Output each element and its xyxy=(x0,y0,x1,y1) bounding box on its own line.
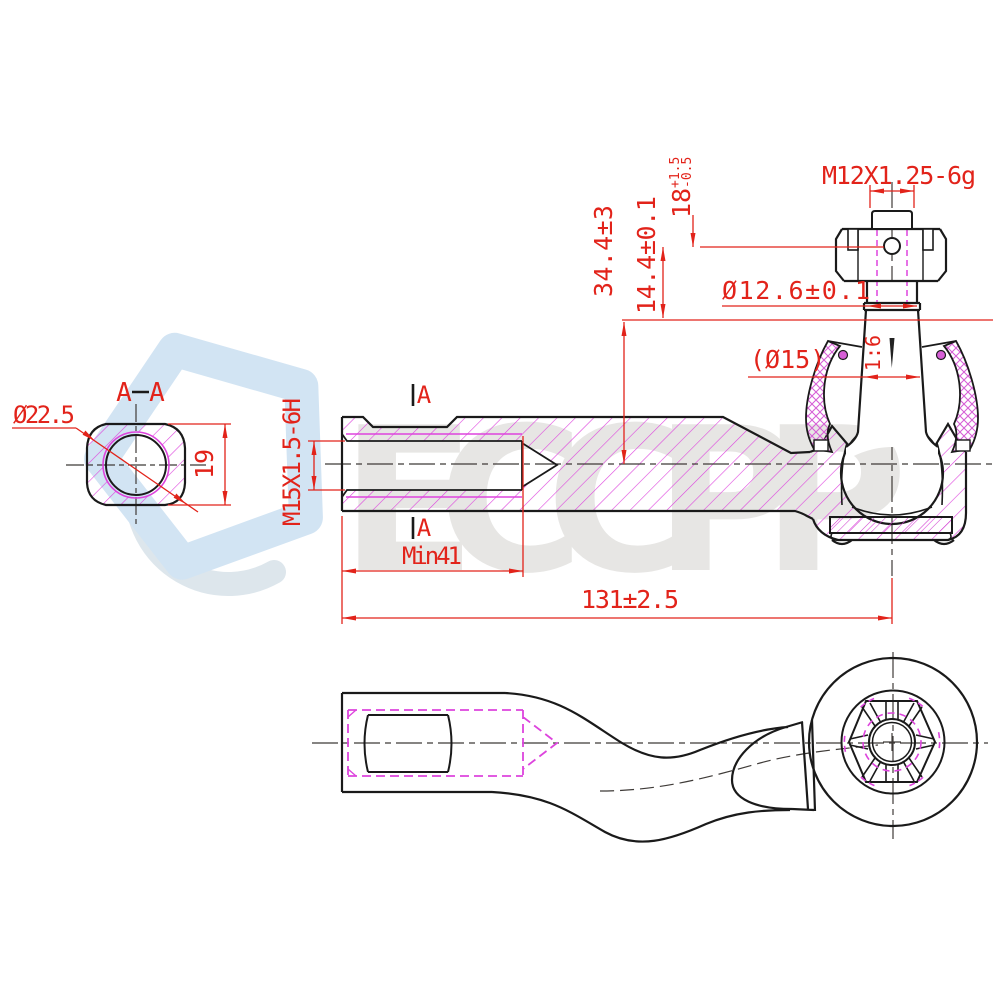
label-thread-top: M12X1.25-6g xyxy=(822,161,976,190)
dimensions xyxy=(12,185,993,624)
stud-thread-hidden-lines xyxy=(876,230,908,302)
dimension-lines xyxy=(12,185,993,624)
label-taper-dia: (Ø15) xyxy=(750,345,825,374)
dim131-lines xyxy=(341,516,893,624)
dust-boot xyxy=(805,339,979,454)
boot-left xyxy=(805,339,842,454)
label-dim-34-4: 34.4±3 xyxy=(589,205,618,297)
boot-foot-right xyxy=(955,439,971,452)
cotter-pin-hole xyxy=(883,237,901,255)
label-cut-a-top: A xyxy=(417,381,432,409)
label-section-width: 19 xyxy=(190,449,219,479)
label-stud-dia: Ø12.6±0.1 xyxy=(722,276,870,305)
housing-inner-circle xyxy=(840,689,946,795)
wrench-flat-outline xyxy=(363,714,453,773)
boot-clamp-ring-right xyxy=(935,349,947,361)
bore-outline xyxy=(341,433,559,498)
boot-clamp-ring-left xyxy=(837,349,849,361)
boot-right xyxy=(942,339,979,454)
nut-castellation-spokes xyxy=(849,701,935,782)
hidden-bore-dashed xyxy=(347,709,559,777)
castle-nut xyxy=(834,210,948,283)
stud-end-crosshair xyxy=(883,733,901,751)
section-aa-title: A A xyxy=(116,378,165,408)
end-plate xyxy=(829,516,953,534)
label-dim-18-minus: -0.5 xyxy=(680,157,695,188)
boot-top-bands xyxy=(827,340,957,348)
label-dim-18-plus: +1.5 xyxy=(668,157,683,188)
section-bore-circle xyxy=(105,434,167,496)
castle-nut-facet-lines xyxy=(857,229,924,281)
castle-nut-slot-right xyxy=(922,228,934,251)
stud-tip-cap xyxy=(871,210,913,230)
min41-lines xyxy=(342,436,524,577)
label-dim-14-4: 14.4±0.1 xyxy=(632,196,661,314)
rod-outline xyxy=(340,415,814,520)
dimension-text: M12X1.25-6g Ø12.6±0.1 (Ø15) 1:6 34.4±3 1… xyxy=(13,157,976,614)
label-section-a-right: A xyxy=(149,378,165,408)
label-bore-thread: M15X1.5-6H xyxy=(278,398,306,526)
label-min-depth: Min41 xyxy=(402,542,462,570)
bottom-view xyxy=(340,656,979,843)
end-plate-hooks xyxy=(830,532,952,541)
label-taper-ratio: 1:6 xyxy=(861,335,885,371)
section-cut-markers: A A xyxy=(411,381,432,542)
hidden-thread-circle xyxy=(862,712,922,772)
section-aa-outline xyxy=(85,422,187,507)
section-aa-view xyxy=(85,422,187,507)
stud-end-inner-ring xyxy=(871,721,913,763)
bore-thread-lines xyxy=(346,433,522,498)
label-cut-a-bottom: A xyxy=(417,514,432,542)
hidden-bore-chamfers xyxy=(347,709,357,777)
housing-outer-circle xyxy=(807,656,979,828)
side-view xyxy=(340,210,979,546)
section-thread-major-circle xyxy=(102,431,170,499)
label-outer-dia: Ø22.5 xyxy=(13,401,75,429)
castle-nut-slot-left xyxy=(847,228,859,251)
stud-neck-fill xyxy=(846,281,938,460)
label-overall-length: 131±2.5 xyxy=(581,585,679,614)
bottom-view-body-outline xyxy=(340,691,817,843)
label-dim-18-group: 18 +1.5 -0.5 xyxy=(667,157,696,218)
stud-end-outer-ring xyxy=(868,718,916,766)
dimension-arrows xyxy=(82,188,920,621)
nut-hex-outline xyxy=(847,700,937,783)
label-section-a-left: A xyxy=(116,378,132,408)
taper-indicator-triangle xyxy=(889,338,895,368)
boot-foot-left xyxy=(813,439,829,452)
shaft-phantom-axis xyxy=(599,744,879,792)
label-dim-18: 18 xyxy=(667,188,696,218)
rod-body-hatch xyxy=(342,417,810,517)
